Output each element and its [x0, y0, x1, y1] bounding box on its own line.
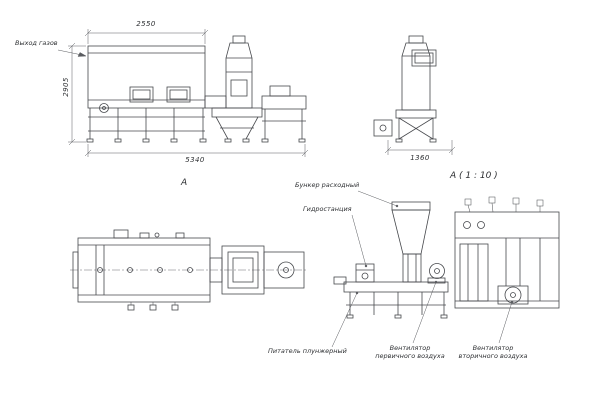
side-dimension-lines: [384, 140, 456, 155]
detail-view-title: А ( 1 : 10 ): [450, 171, 498, 181]
primary-fan-label: Вентилятор первичного воздуха: [375, 344, 445, 360]
plan-view: [70, 229, 308, 311]
hydro-station-label: Гидростанция: [303, 205, 352, 213]
dimension-front-body-width: 2550: [136, 20, 156, 28]
view-a-marker: А: [181, 178, 188, 188]
plunger-feeder-label: Питатель плунжерный: [268, 347, 347, 355]
secondary-fan-label: Вентилятор вторичного воздуха: [458, 344, 528, 360]
gas-outlet-label: Выход газов: [15, 39, 58, 47]
dimension-front-height: 2905: [62, 77, 70, 97]
front-view: [86, 35, 307, 143]
dimension-front-total-length: 5340: [185, 156, 205, 164]
side-view: [373, 35, 437, 143]
secondary-fan-label-line2: вторичного воздуха: [458, 352, 528, 360]
detail-view-a: [333, 201, 449, 319]
dimension-side-width: 1360: [410, 154, 430, 162]
primary-fan-label-line1: Вентилятор: [389, 344, 431, 352]
secondary-fan-view: [454, 196, 560, 309]
callout-leaders: [57, 49, 514, 348]
secondary-fan-label-line1: Вентилятор: [472, 344, 514, 352]
primary-fan-label-line2: первичного воздуха: [375, 352, 445, 360]
front-dimension-lines: [68, 29, 309, 157]
hopper-label: Бункер расходный: [295, 181, 360, 189]
